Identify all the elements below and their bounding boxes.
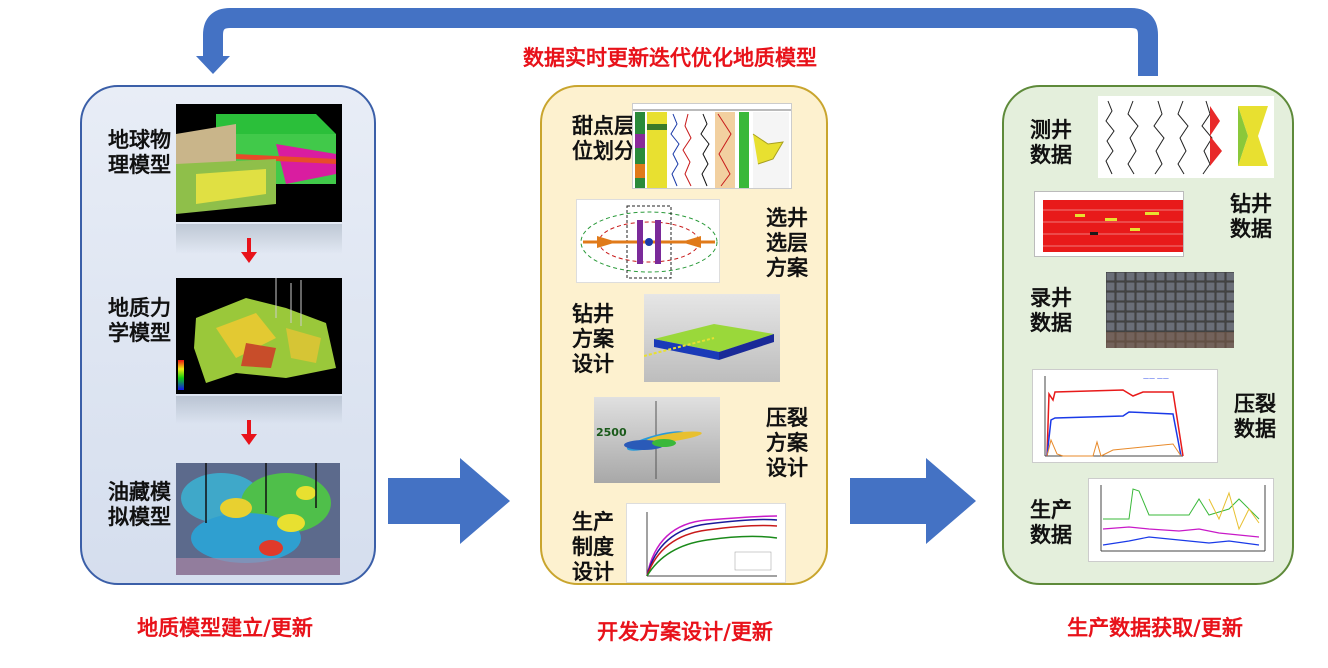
drill-depth-label: 2500: [596, 426, 627, 439]
production-design-label: 生产制度设计: [572, 510, 614, 584]
drilling-data-label: 钻井数据: [1230, 192, 1272, 241]
well-layer-selection-label: 选井选层方案: [766, 206, 808, 280]
drilling-design-image: [644, 294, 780, 382]
drilling-data-image: [1034, 191, 1184, 257]
well-selection-image: [576, 199, 720, 283]
down-arrow-2: [241, 420, 257, 445]
fracturing-design-label: 压裂方案设计: [766, 406, 808, 480]
fracturing-design-image: [594, 397, 720, 483]
down-arrow-1: [241, 238, 257, 263]
geological-model-caption: 地质模型建立/更新: [137, 616, 313, 640]
sweet-spot-label: 甜点层位划分: [572, 114, 635, 163]
svg-text:—— ——: —— ——: [1143, 375, 1169, 382]
drilling-design-label: 钻井方案设计: [572, 302, 614, 376]
geophysical-model-reflection: [176, 224, 342, 254]
development-plan-caption: 开发方案设计/更新: [597, 620, 773, 644]
reservoir-simulation-model-label: 油藏模拟模型: [108, 480, 171, 529]
production-data-caption: 生产数据获取/更新: [1067, 616, 1243, 640]
well-logging-data-image: [1098, 96, 1274, 178]
fracturing-data-label: 压裂数据: [1234, 392, 1276, 441]
mud-logging-data-label: 录井数据: [1030, 286, 1072, 335]
geophysical-model-image: [176, 104, 342, 222]
geophysical-model-label: 地球物理模型: [108, 128, 171, 177]
reservoir-simulation-model-image: [176, 463, 340, 575]
mud-logging-data-image: [1106, 272, 1234, 348]
feedback-loop-label: 数据实时更新迭代优化地质模型: [523, 46, 817, 70]
production-data-label: 生产数据: [1030, 498, 1072, 547]
geomechanics-model-image: [176, 278, 342, 394]
production-data-image: [1088, 478, 1274, 562]
sweet-spot-log-image: [632, 103, 792, 189]
geomechanics-model-label: 地质力学模型: [108, 296, 171, 345]
flow-arrow-1: [388, 458, 510, 544]
production-curve-image: [626, 503, 786, 583]
feedback-loop-arrow: [196, 8, 1158, 76]
well-logging-data-label: 测井数据: [1030, 118, 1072, 167]
fracturing-data-image: —— ——: [1032, 369, 1218, 463]
geomechanics-model-reflection: [176, 396, 342, 424]
flow-arrow-2: [850, 458, 976, 544]
